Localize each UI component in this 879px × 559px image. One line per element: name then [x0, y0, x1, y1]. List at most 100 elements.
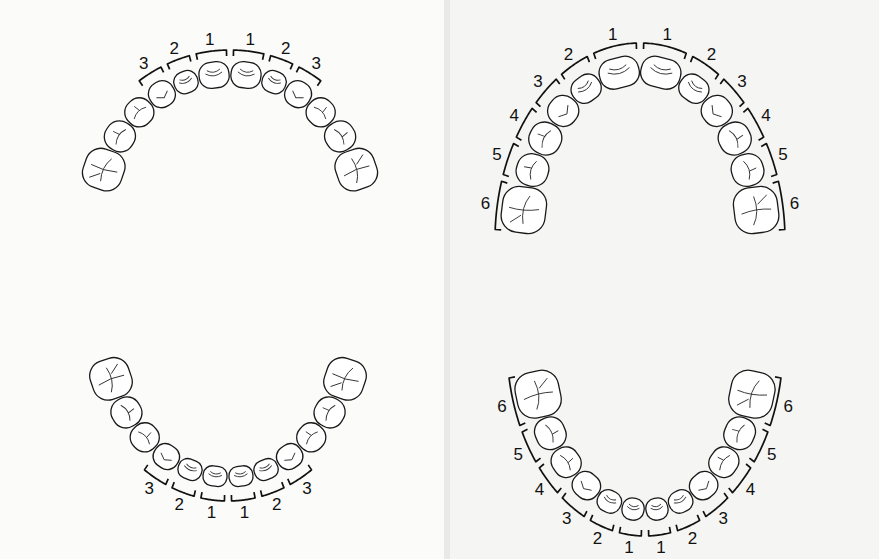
callout-number: 2 [688, 529, 697, 546]
callout-number: 2 [272, 495, 281, 512]
bracket [749, 429, 767, 461]
callout-number: 6 [497, 397, 506, 414]
tooth-groove [673, 494, 687, 504]
callout-number: 2 [593, 529, 602, 546]
tooth-groove [108, 124, 126, 144]
callout-number: 1 [656, 538, 665, 555]
tooth-groove [545, 421, 561, 442]
callout-number: 6 [783, 397, 792, 414]
tooth-groove [560, 450, 578, 470]
tooth-groove [712, 450, 730, 470]
bracket [522, 429, 540, 461]
tooth-groove [687, 80, 704, 95]
tooth-outline [320, 353, 371, 404]
callout-number: 1 [663, 26, 672, 43]
callout-number: 3 [139, 55, 148, 72]
bracket [743, 108, 763, 140]
tooth-crown [512, 367, 565, 421]
bracket [167, 56, 191, 70]
tooth-groove [258, 463, 272, 472]
callout-number: 1 [245, 31, 254, 48]
callout-number: 2 [564, 45, 573, 62]
bracket [516, 108, 536, 140]
tooth-crown [197, 60, 230, 90]
tooth-crown [596, 53, 642, 92]
bracket [196, 50, 226, 60]
callout-number: 3 [562, 510, 571, 527]
callout-number: 1 [205, 31, 214, 48]
callout-number: 2 [707, 45, 716, 62]
tooth-crown [228, 465, 254, 488]
tooth-groove [156, 91, 169, 102]
callout-number: 4 [509, 107, 518, 124]
callout-number: 2 [281, 40, 290, 57]
tooth-outline [596, 53, 642, 92]
tooth-groove [728, 421, 744, 442]
teeth-group [78, 53, 781, 521]
tooth-groove [328, 362, 362, 394]
bracket [649, 527, 671, 536]
tooth-crown [720, 413, 760, 454]
bracket-group [139, 43, 785, 536]
tooth-outline [727, 150, 767, 190]
tooth-outline [620, 496, 645, 521]
tooth-groove [87, 153, 121, 185]
bracket [644, 43, 687, 59]
tooth-groove [743, 158, 759, 179]
tooth-outline [644, 496, 669, 521]
callout-number: 4 [535, 481, 544, 498]
tooth-groove [576, 80, 593, 95]
tooth-crown [86, 353, 137, 404]
callout-number: 1 [240, 503, 249, 520]
callout-number: 1 [624, 538, 633, 555]
tooth-groove [290, 91, 303, 102]
tooth-outline [499, 184, 548, 235]
tooth-groove [558, 105, 571, 120]
bracket [172, 482, 195, 496]
tooth-crown [530, 413, 570, 454]
callout-number: 5 [492, 145, 501, 162]
callout-number: 3 [144, 480, 153, 497]
tooth-crown [726, 367, 779, 421]
callout-number: 1 [207, 503, 216, 520]
callout-number: 5 [514, 445, 523, 462]
callout-number: 3 [302, 480, 311, 497]
tooth-crown [78, 144, 129, 195]
callout-number: 1 [608, 26, 617, 43]
tooth-groove [521, 378, 556, 412]
callout-number: 5 [767, 445, 776, 462]
bracket [503, 144, 519, 177]
tooth-groove [94, 363, 128, 395]
callout-number: 3 [737, 73, 746, 90]
tooth-groove [178, 76, 192, 85]
tooth-groove [740, 194, 773, 226]
tooth-outline [512, 367, 565, 421]
bracket [619, 527, 641, 536]
tooth-outline [197, 60, 230, 90]
bracket [765, 377, 781, 426]
tooth-crown [512, 150, 552, 190]
callout-number: 2 [175, 495, 184, 512]
tooth-groove [533, 126, 551, 148]
bracket [509, 377, 525, 426]
tooth-groove [205, 69, 222, 77]
bracket [269, 56, 293, 70]
tooth-outline [331, 144, 382, 195]
tooth-groove [521, 158, 537, 179]
tooth-groove [159, 453, 172, 464]
bracket [495, 181, 507, 230]
bracket [773, 181, 785, 230]
tooth-groove [318, 400, 335, 420]
tooth-outline [512, 150, 552, 190]
tooth-outline [229, 60, 262, 90]
tooth-crown [229, 60, 262, 90]
bracket [231, 492, 255, 501]
bracket [201, 492, 225, 501]
tooth-crown [731, 184, 780, 235]
tooth-crown [202, 465, 228, 488]
tooth-groove [334, 124, 352, 144]
tooth-groove [284, 453, 297, 464]
